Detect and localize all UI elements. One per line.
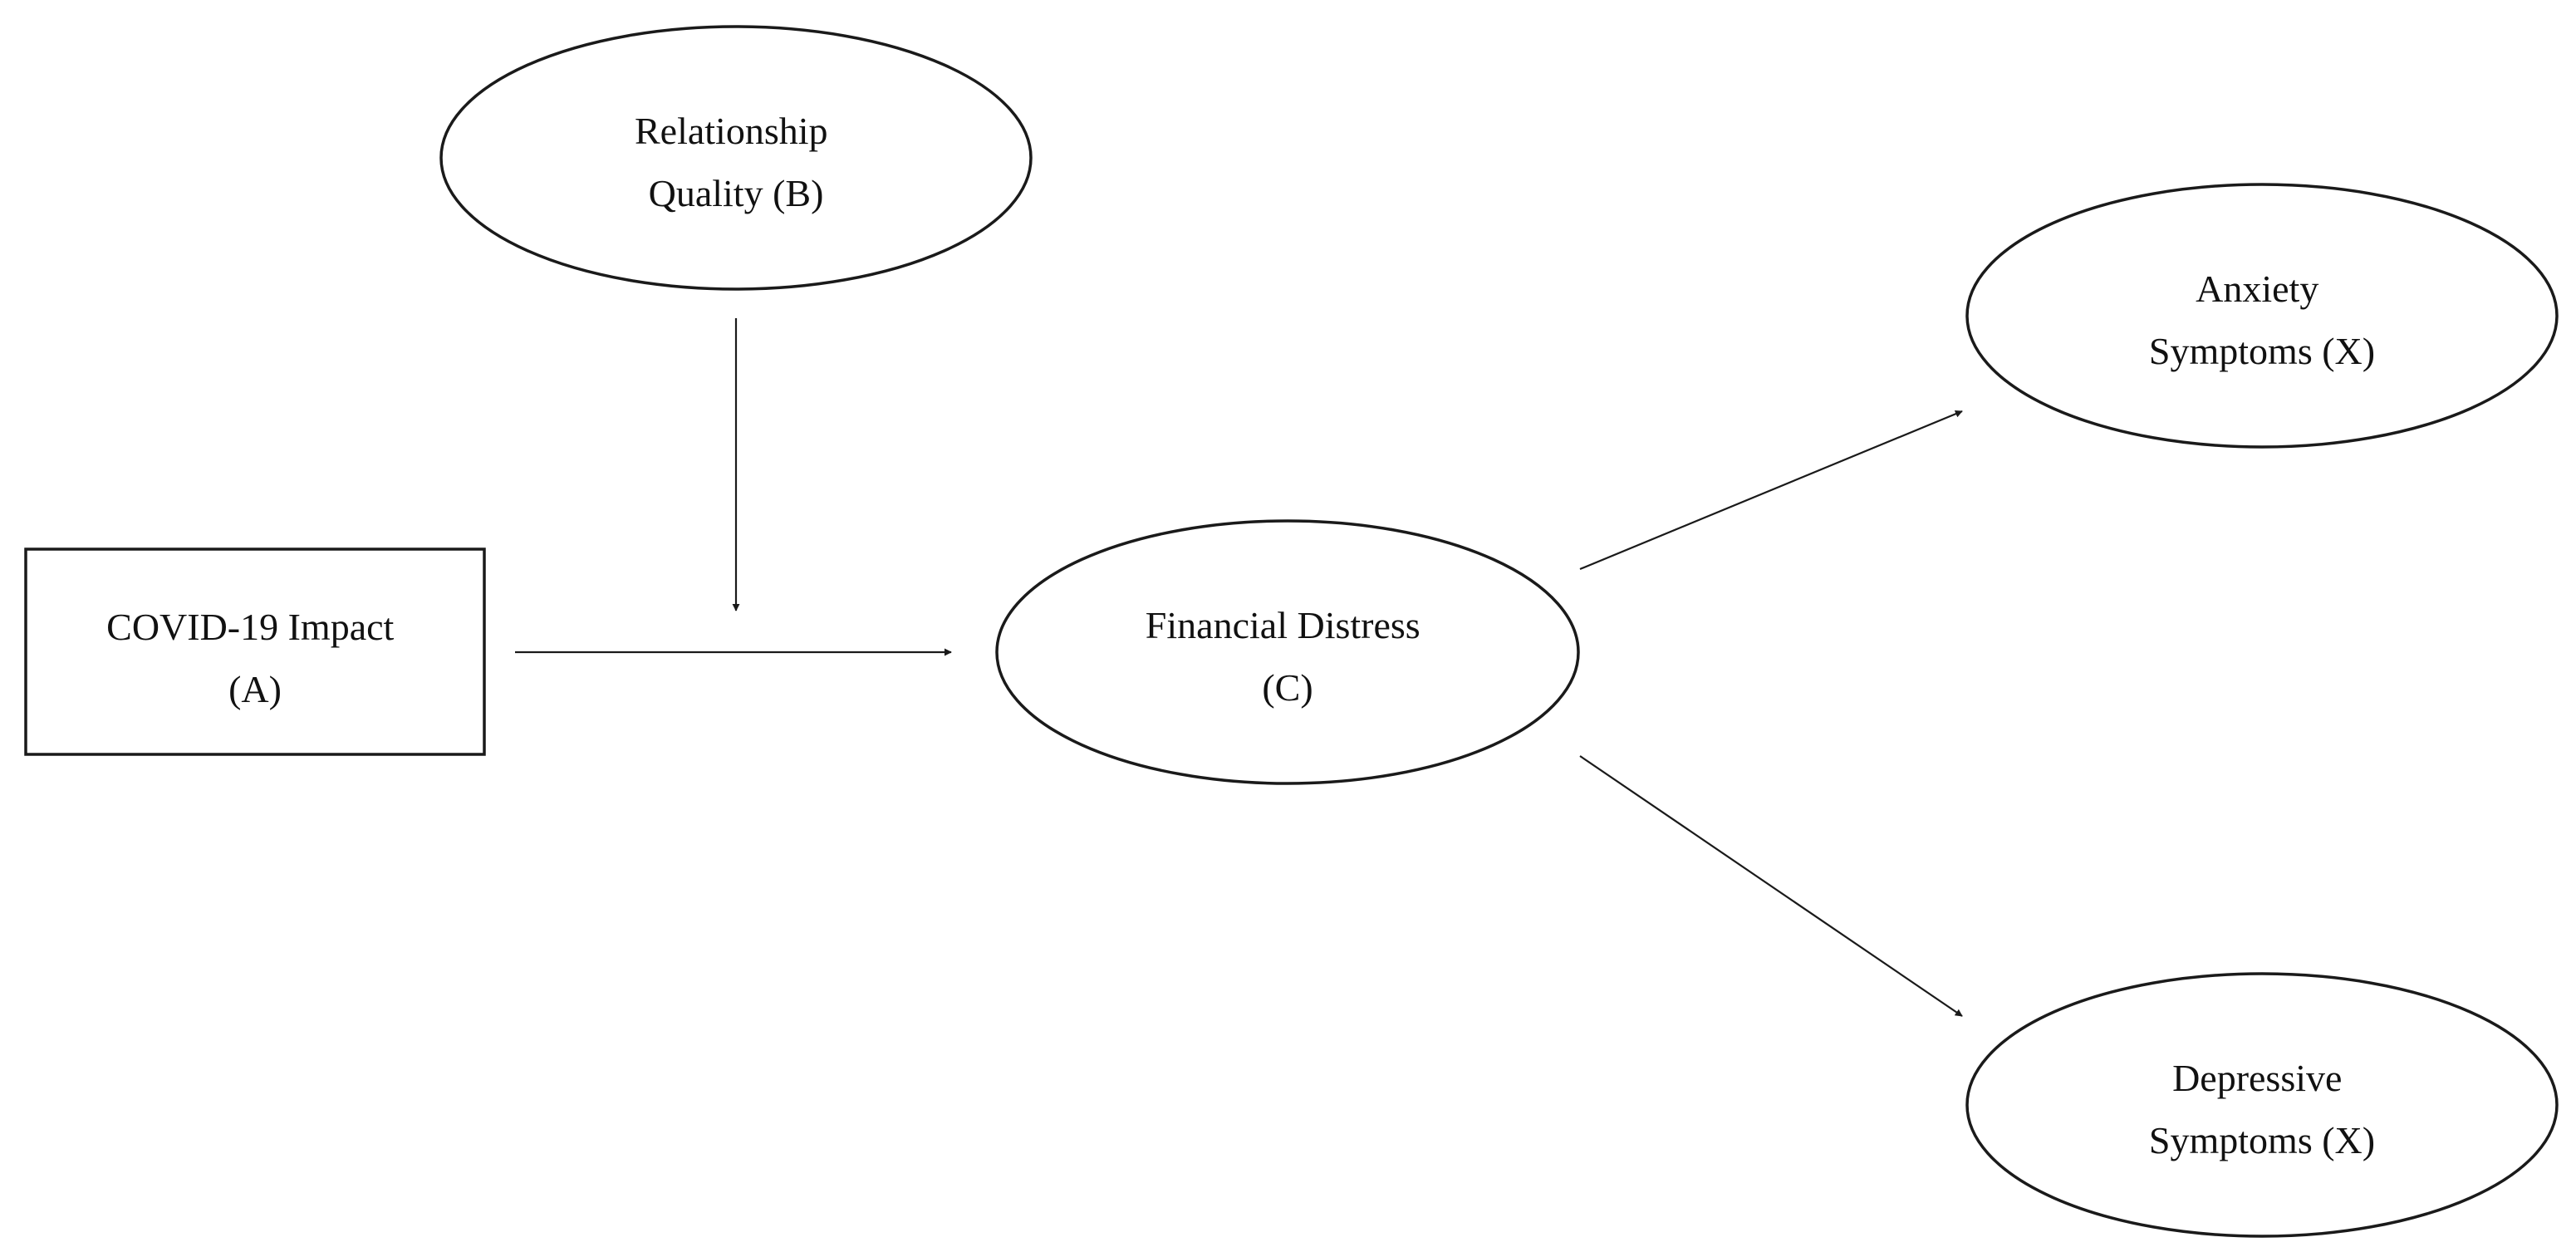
node-depressive-symptoms-line1: Depressive (2172, 1057, 2342, 1099)
node-covid-impact: COVID-19 Impact (A) (24, 547, 486, 756)
node-depressive-symptoms-ellipse (1965, 972, 2559, 1238)
node-covid-impact-line2: (A) (228, 668, 282, 710)
node-relationship-quality: Relationship Quality (B) (439, 25, 1033, 291)
edges (515, 318, 1963, 1017)
node-anxiety-symptoms-ellipse (1965, 183, 2559, 449)
edge-financial-to-anxiety (1579, 410, 1963, 571)
node-relationship-quality-ellipse (439, 25, 1033, 291)
node-financial-distress-line2: (C) (1262, 666, 1313, 709)
node-financial-distress-ellipse (995, 519, 1580, 785)
node-financial-distress-label: Financial Distress (C) (1146, 604, 1430, 709)
node-anxiety-symptoms-line1: Anxiety (2196, 268, 2318, 310)
node-financial-distress-line1: Financial Distress (1146, 604, 1420, 646)
edge-financial-to-depressive (1579, 755, 1963, 1017)
node-anxiety-symptoms-line2: Symptoms (X) (2149, 330, 2375, 372)
node-relationship-quality-label: Relationship Quality (B) (635, 110, 837, 214)
node-depressive-symptoms: Depressive Symptoms (X) (1965, 972, 2559, 1238)
node-relationship-quality-line1: Relationship (635, 110, 828, 152)
node-covid-impact-line1: COVID-19 Impact (106, 606, 394, 648)
node-covid-impact-label: COVID-19 Impact (A) (106, 606, 404, 710)
node-anxiety-symptoms: Anxiety Symptoms (X) (1965, 183, 2559, 449)
node-relationship-quality-line2: Quality (B) (649, 172, 824, 214)
node-depressive-symptoms-line2: Symptoms (X) (2149, 1119, 2375, 1161)
node-depressive-symptoms-label: Depressive Symptoms (X) (2149, 1057, 2375, 1161)
node-covid-impact-box (24, 547, 486, 756)
node-anxiety-symptoms-label: Anxiety Symptoms (X) (2149, 268, 2375, 372)
node-financial-distress: Financial Distress (C) (995, 519, 1580, 785)
